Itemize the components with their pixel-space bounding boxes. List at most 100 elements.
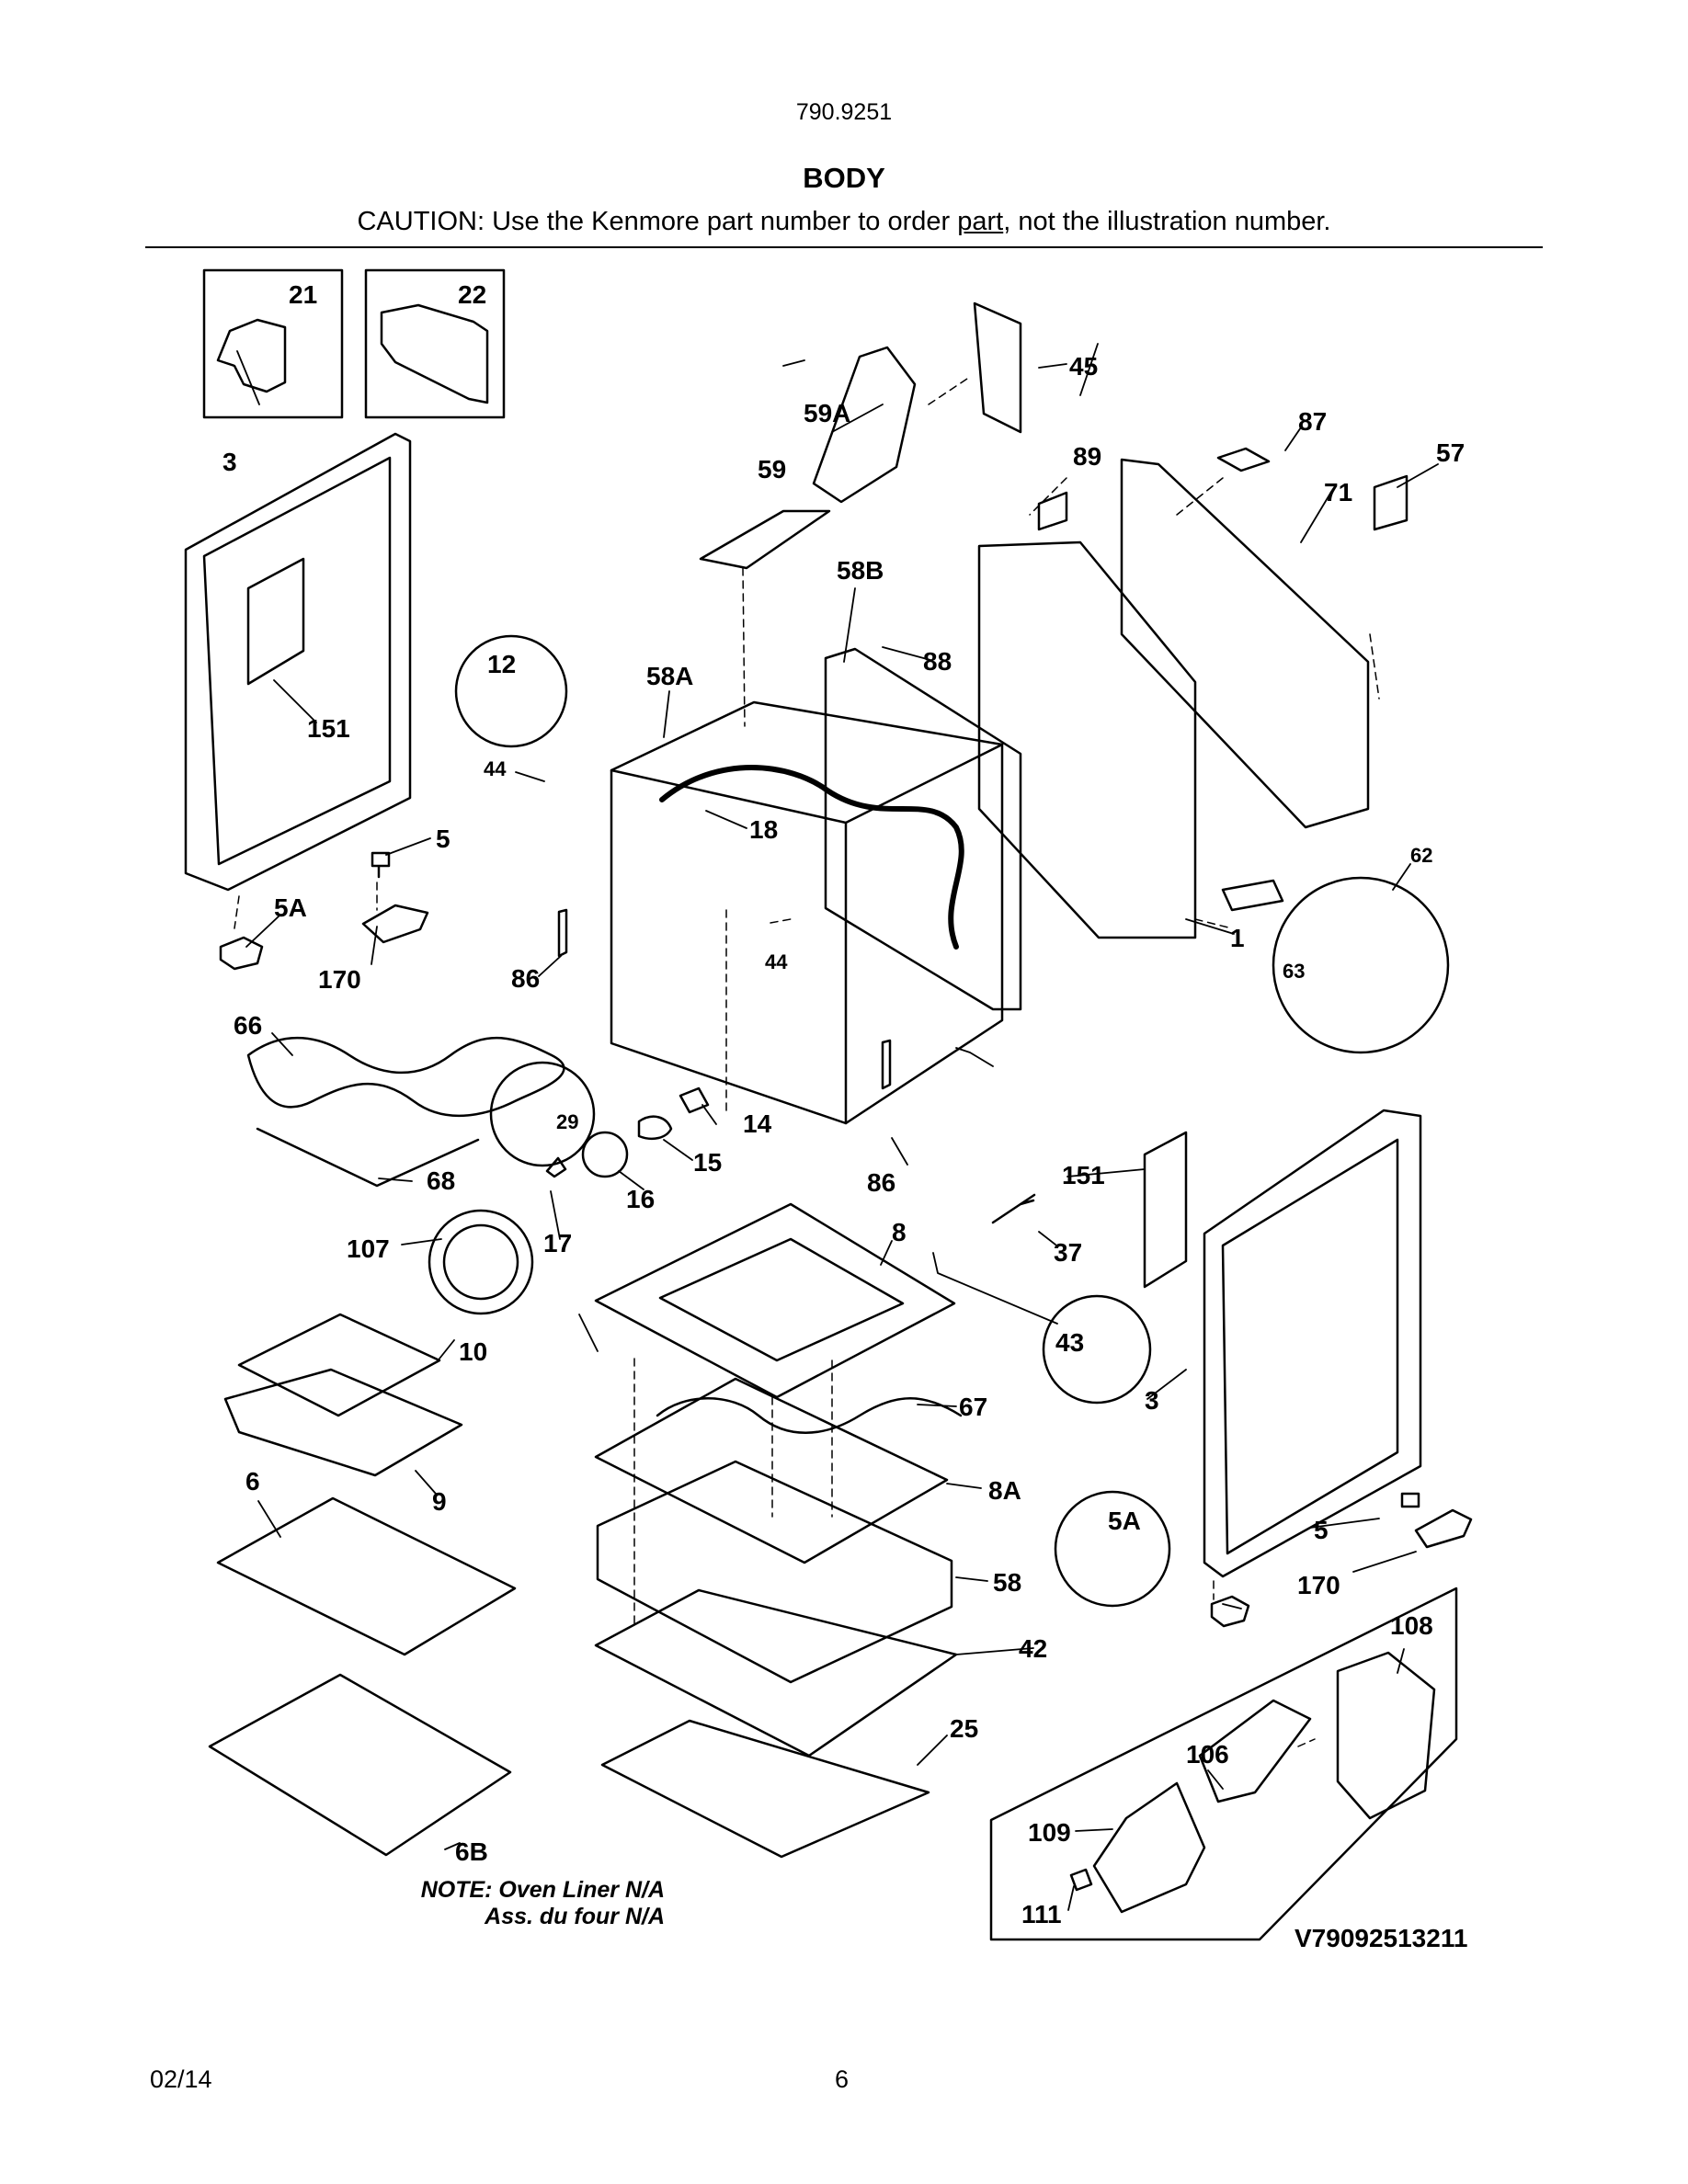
part-9-broiler-pan [223, 1368, 463, 1477]
callout-86-right: 86 [867, 1168, 895, 1197]
part-5-left [371, 851, 391, 879]
part-10-broiler-grid [237, 1313, 441, 1417]
callout-21: 21 [289, 280, 317, 309]
callout-1: 1 [1230, 924, 1245, 952]
part-71-rear-cover [1120, 458, 1370, 829]
callout-8: 8 [892, 1218, 907, 1246]
footer-date: 02/14 [150, 2065, 212, 2093]
callout-88: 88 [923, 647, 952, 676]
part-170-left [361, 904, 429, 944]
callout-67: 67 [959, 1393, 987, 1421]
part-22-bracket [380, 303, 489, 404]
part-66-bake-element [246, 1036, 565, 1118]
callout-12: 12 [487, 650, 516, 678]
callout-66: 66 [234, 1011, 262, 1040]
part-17-clip [545, 1156, 567, 1178]
part-8A-tray [594, 1377, 949, 1564]
part-88-insulation [824, 647, 1022, 1011]
part-45-channel [973, 301, 1022, 434]
part-106-shroud [1198, 1699, 1312, 1803]
callout-25: 25 [950, 1714, 978, 1743]
callout-108: 108 [1390, 1611, 1433, 1640]
callout-68: 68 [427, 1166, 455, 1195]
part-111-nut [1069, 1868, 1093, 1892]
part-108-motor [1336, 1651, 1436, 1820]
side-panel-left [184, 432, 412, 892]
detail-circle-63 [1272, 876, 1450, 1054]
callout-106: 106 [1186, 1740, 1229, 1769]
part-58-insulation-block [596, 1460, 953, 1684]
callout-17: 17 [543, 1229, 572, 1257]
callout-57: 57 [1436, 438, 1465, 467]
part-67-broil-element [656, 1397, 963, 1434]
part-15-bulb [637, 1115, 673, 1140]
callout-59A: 59A [804, 399, 850, 427]
part-16-lens [581, 1131, 629, 1178]
part-86-receptacle-left [557, 908, 568, 958]
part-42-plate [594, 1588, 958, 1757]
callout-42: 42 [1019, 1634, 1047, 1663]
section-title: BODY [803, 162, 885, 194]
callout-5-left: 5 [436, 825, 451, 853]
part-8-oven-bottom [594, 1202, 956, 1399]
side-panel-right [1203, 1109, 1422, 1578]
footer-page-number: 6 [835, 2065, 850, 2093]
caution-text-end: , not the illustration number. [1003, 207, 1331, 236]
callout-170-right: 170 [1297, 1571, 1340, 1599]
part-170-right [1414, 1508, 1473, 1549]
callout-29: 29 [556, 1110, 578, 1133]
caution-text-start: CAUTION: Use the Kenmore part number to … [357, 207, 958, 236]
callout-44-lower: 44 [765, 950, 788, 973]
detail-circle-29 [489, 1061, 596, 1167]
part-5A-left [219, 936, 264, 971]
callout-3-right: 3 [1145, 1386, 1159, 1415]
callout-5A-right: 5A [1108, 1507, 1141, 1535]
callout-151-left: 151 [307, 714, 350, 743]
caution-underlined-word: part [957, 207, 1004, 236]
callout-16: 16 [626, 1185, 655, 1213]
note-line-2: Ass. du four N/A [484, 1904, 665, 1929]
detail-circle-12 [454, 634, 568, 748]
callout-45: 45 [1069, 352, 1098, 381]
part-109-fan-blade [1092, 1781, 1206, 1914]
part-5A-right [1210, 1595, 1250, 1628]
part-107-fan-cover [428, 1209, 534, 1315]
callout-5A-left: 5A [274, 893, 307, 922]
callout-109: 109 [1028, 1818, 1071, 1847]
callout-58A: 58A [646, 662, 693, 690]
model-number: 790.9251 [795, 99, 893, 125]
diagram-code: V79092513211 [1295, 1924, 1467, 1952]
inset-box-21 [202, 268, 344, 419]
part-1-back-panel [977, 540, 1197, 939]
callout-58: 58 [993, 1568, 1021, 1597]
callout-151-right: 151 [1062, 1161, 1105, 1189]
part-5-right [1400, 1492, 1420, 1508]
callout-59: 59 [758, 455, 786, 483]
callout-37: 37 [1054, 1238, 1082, 1267]
part-37-sensor [991, 1193, 1036, 1224]
part-14-lamp-socket [679, 1086, 710, 1114]
inset-box-22 [364, 268, 506, 419]
callout-15: 15 [693, 1148, 722, 1177]
caution-note: CAUTION: Use the Kenmore part number to … [0, 207, 1688, 237]
part-21-bracket [216, 318, 287, 393]
callout-5-right: 5 [1314, 1516, 1329, 1544]
callout-71: 71 [1324, 478, 1352, 506]
leader-lines [236, 343, 1439, 1911]
callout-89: 89 [1073, 442, 1101, 471]
callout-44-upper: 44 [484, 757, 507, 780]
part-89-bracket [1037, 491, 1068, 531]
callout-58B: 58B [837, 556, 884, 585]
callout-63: 63 [1283, 960, 1305, 983]
callout-43: 43 [1055, 1328, 1084, 1357]
part-59-duct [699, 509, 831, 570]
part-151-bracket-right [1143, 1131, 1188, 1289]
callout-6B: 6B [455, 1837, 488, 1866]
callout-111: 111 [1021, 1900, 1062, 1928]
oven-cavity [610, 700, 1004, 1125]
callout-8A: 8A [988, 1476, 1021, 1505]
detail-circle-43 [1042, 1294, 1152, 1405]
callout-10: 10 [459, 1337, 487, 1366]
detail-circle-5A-right [1054, 1490, 1171, 1608]
